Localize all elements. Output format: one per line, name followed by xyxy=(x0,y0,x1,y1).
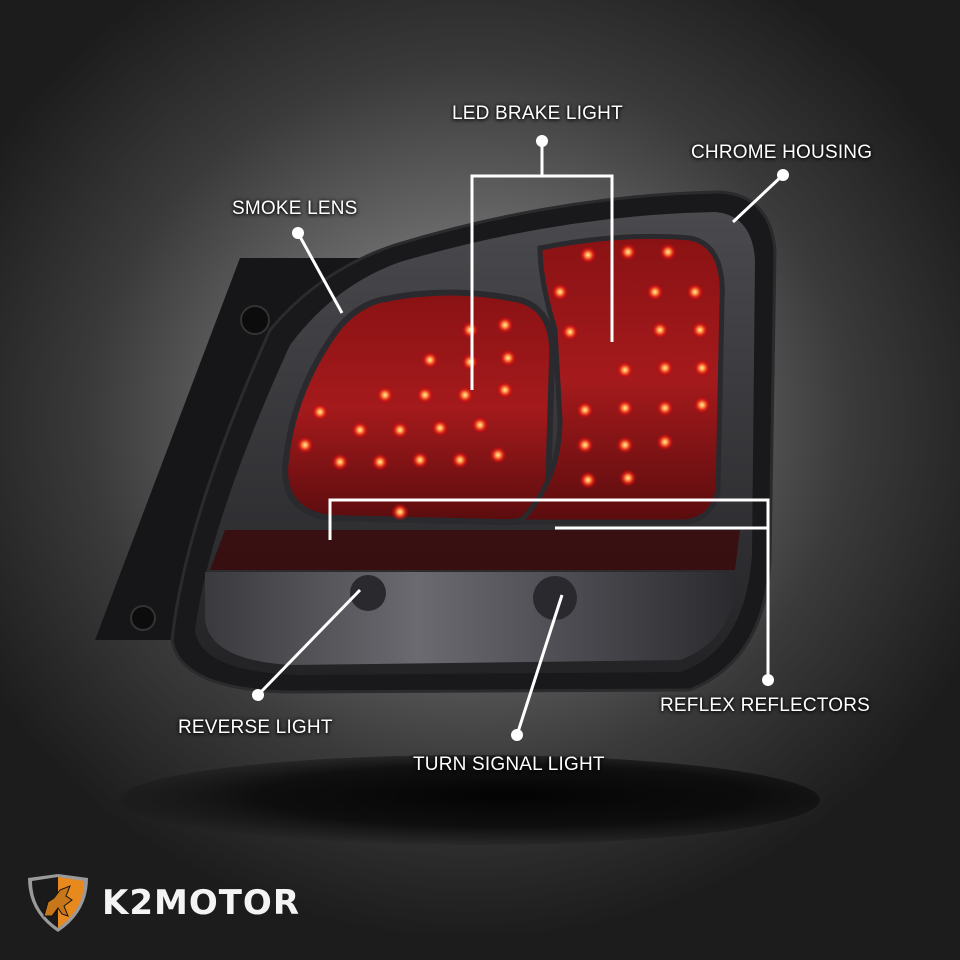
right-brake-lens xyxy=(514,233,725,525)
product-shadow xyxy=(120,755,820,845)
callout-led-brake-light: LED BRAKE LIGHT xyxy=(452,103,623,124)
callout-smoke-lens: SMOKE LENS xyxy=(232,198,358,219)
lower-lens xyxy=(205,572,738,665)
shield-griffin-icon xyxy=(28,874,88,932)
callout-reflex-reflectors: REFLEX REFLECTORS xyxy=(660,695,870,716)
callout-turn-signal-light: TURN SIGNAL LIGHT xyxy=(413,754,605,775)
led-array-right xyxy=(551,243,711,489)
left-brake-lens xyxy=(281,289,556,526)
brand-name: K2MOTOR xyxy=(102,883,301,923)
brand-logo: K2MOTOR xyxy=(24,872,300,934)
callout-reverse-light: REVERSE LIGHT xyxy=(178,717,333,738)
reflex-reflector-strip xyxy=(210,530,740,570)
callout-chrome-housing: CHROME HOUSING xyxy=(691,142,873,163)
led-array-left xyxy=(296,316,517,521)
